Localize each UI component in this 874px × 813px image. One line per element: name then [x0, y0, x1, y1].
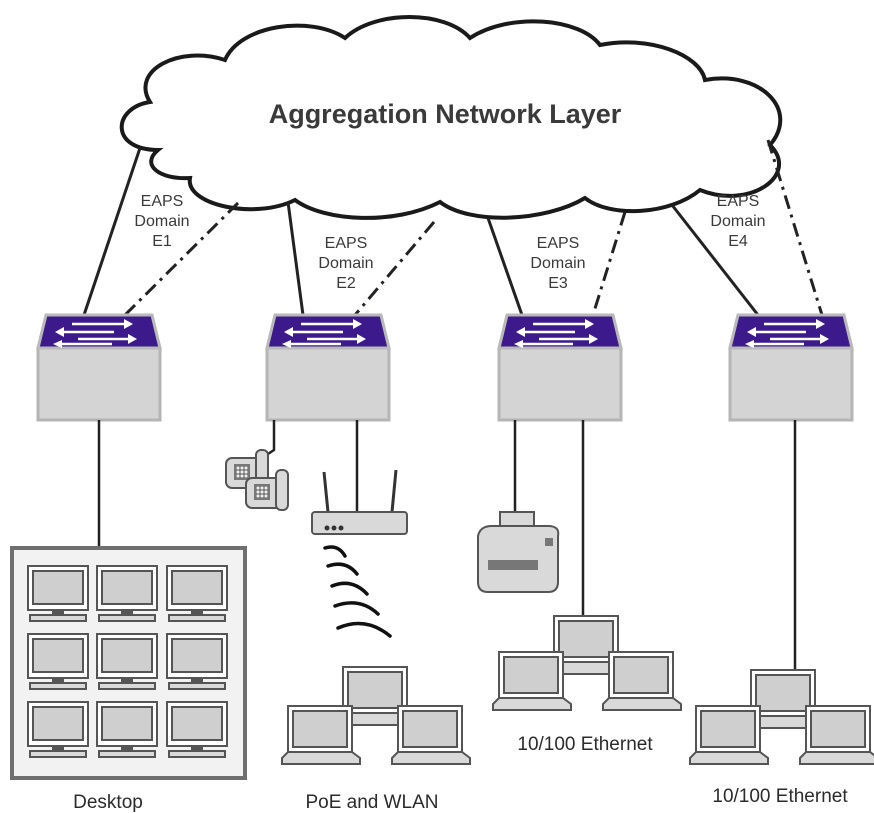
uplinks	[82, 139, 824, 317]
svg-text:EAPS: EAPS	[325, 235, 368, 252]
svg-text:EAPS: EAPS	[537, 235, 580, 252]
svg-text:EAPS: EAPS	[717, 193, 760, 210]
laptop-icon	[602, 651, 682, 711]
aggregation-cloud-icon: Aggregation Network Layer	[119, 15, 783, 220]
wireless-signal-icon	[323, 545, 392, 638]
laptop-group-ethernet-e3	[492, 615, 682, 711]
laptop-icon	[689, 705, 769, 765]
switch-e4-icon	[728, 313, 854, 422]
cloud-title: Aggregation Network Layer	[269, 99, 622, 129]
svg-text:Domain: Domain	[318, 255, 373, 272]
caption-ethernet-e4: 10/100 Ethernet	[712, 786, 848, 807]
caption-desktop: Desktop	[73, 792, 143, 813]
uplink-e1-primary	[82, 147, 142, 316]
switch-e3-icon	[497, 313, 623, 422]
svg-text:Domain: Domain	[530, 255, 585, 272]
eaps-domain-label-e3: EAPS Domain E3	[530, 235, 585, 292]
printer-icon	[477, 511, 560, 593]
switch-e1-icon	[36, 313, 162, 422]
uplink-e2-primary	[286, 201, 305, 316]
svg-text:E2: E2	[336, 275, 356, 292]
svg-text:Domain: Domain	[134, 213, 189, 230]
svg-text:E3: E3	[548, 275, 568, 292]
svg-text:EAPS: EAPS	[141, 193, 184, 210]
uplink-e2-secondary	[353, 221, 436, 316]
desktop-cluster-icon	[10, 546, 247, 780]
uplink-e3-primary	[486, 217, 524, 316]
laptop-icon	[281, 705, 361, 765]
ip-phone-icon	[225, 449, 289, 511]
svg-text:E1: E1	[152, 233, 172, 250]
switch-e2-icon	[265, 313, 391, 422]
laptop-icon	[799, 705, 874, 765]
eaps-domain-label-e2: EAPS Domain E2	[318, 235, 373, 292]
uplink-e3-secondary	[591, 211, 627, 316]
eaps-domain-label-e1: EAPS Domain E1	[134, 193, 189, 250]
laptop-group-ethernet-e4	[689, 669, 874, 765]
svg-text:Domain: Domain	[710, 213, 765, 230]
wireless-router-icon	[311, 469, 408, 535]
downlinks	[97, 420, 797, 670]
svg-text:E4: E4	[728, 233, 748, 250]
uplink-e4-secondary	[766, 139, 824, 316]
eaps-domain-label-e4: EAPS Domain E4	[710, 193, 765, 250]
uplink-e1-secondary	[123, 201, 240, 317]
laptop-icon	[492, 651, 572, 711]
laptop-icon	[391, 705, 471, 765]
uplink-e4-primary	[670, 204, 760, 316]
caption-poe-wlan: PoE and WLAN	[305, 792, 438, 813]
laptop-group-poe-wlan	[281, 666, 471, 765]
caption-ethernet-e3: 10/100 Ethernet	[517, 734, 653, 755]
